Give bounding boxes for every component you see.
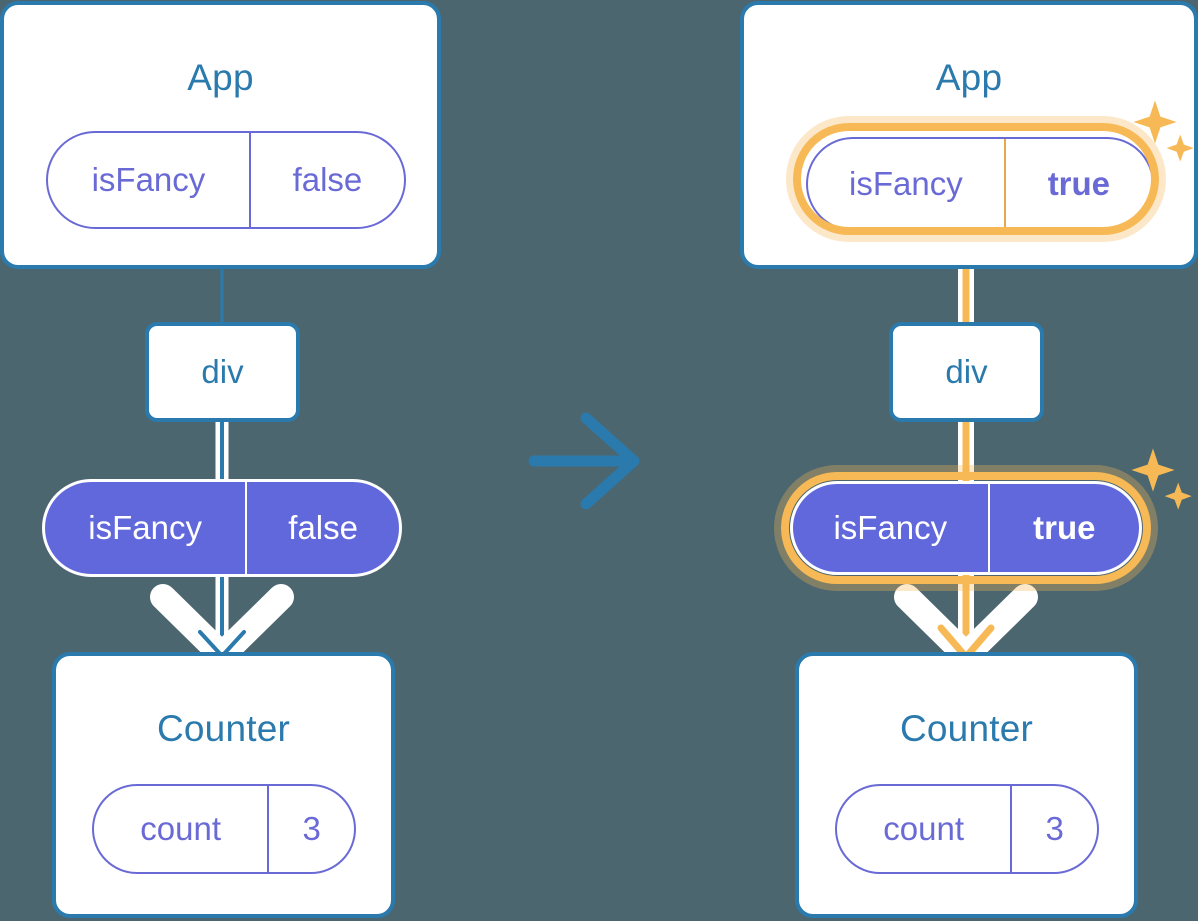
left-app-state-key: isFancy	[48, 133, 251, 227]
right-prop-value: true	[1033, 509, 1096, 546]
right-app-title: App	[935, 57, 1003, 98]
right-counter-state-key: count	[837, 786, 1013, 872]
arrow-right-icon	[528, 412, 640, 510]
left-counter-title: Counter	[156, 708, 291, 749]
left-app-card: App isFancy false	[0, 1, 441, 269]
left-app-title: App	[187, 57, 254, 98]
left-counter-state-value: 3	[302, 810, 321, 847]
left-prop-pill: isFancy false	[42, 479, 402, 577]
right-app-state-key: isFancy	[808, 139, 1006, 229]
left-counter-state-key: count	[94, 786, 270, 872]
right-counter-state-pill: count 3	[835, 784, 1099, 874]
left-counter-card: Counter count 3	[52, 652, 395, 918]
left-div-label: div	[201, 353, 244, 390]
left-counter-state-pill: count 3	[92, 784, 356, 874]
right-counter-card: Counter count 3	[795, 652, 1138, 918]
right-app-state-pill: isFancy true	[806, 137, 1154, 231]
right-counter-state-value: 3	[1045, 810, 1064, 847]
left-div-node: div	[145, 322, 300, 422]
right-counter-title: Counter	[899, 708, 1034, 749]
right-app-card: App isFancy true	[740, 1, 1198, 269]
left-prop-key: isFancy	[45, 482, 248, 574]
left-app-state-pill: isFancy false	[46, 131, 406, 229]
right-div-label: div	[945, 353, 988, 390]
right-prop-pill: isFancy true	[790, 481, 1142, 575]
right-app-state-value: true	[1047, 165, 1111, 202]
left-app-state-value: false	[292, 161, 363, 198]
right-prop-key: isFancy	[793, 484, 990, 572]
left-prop-value: false	[288, 509, 358, 546]
right-div-node: div	[889, 322, 1044, 422]
